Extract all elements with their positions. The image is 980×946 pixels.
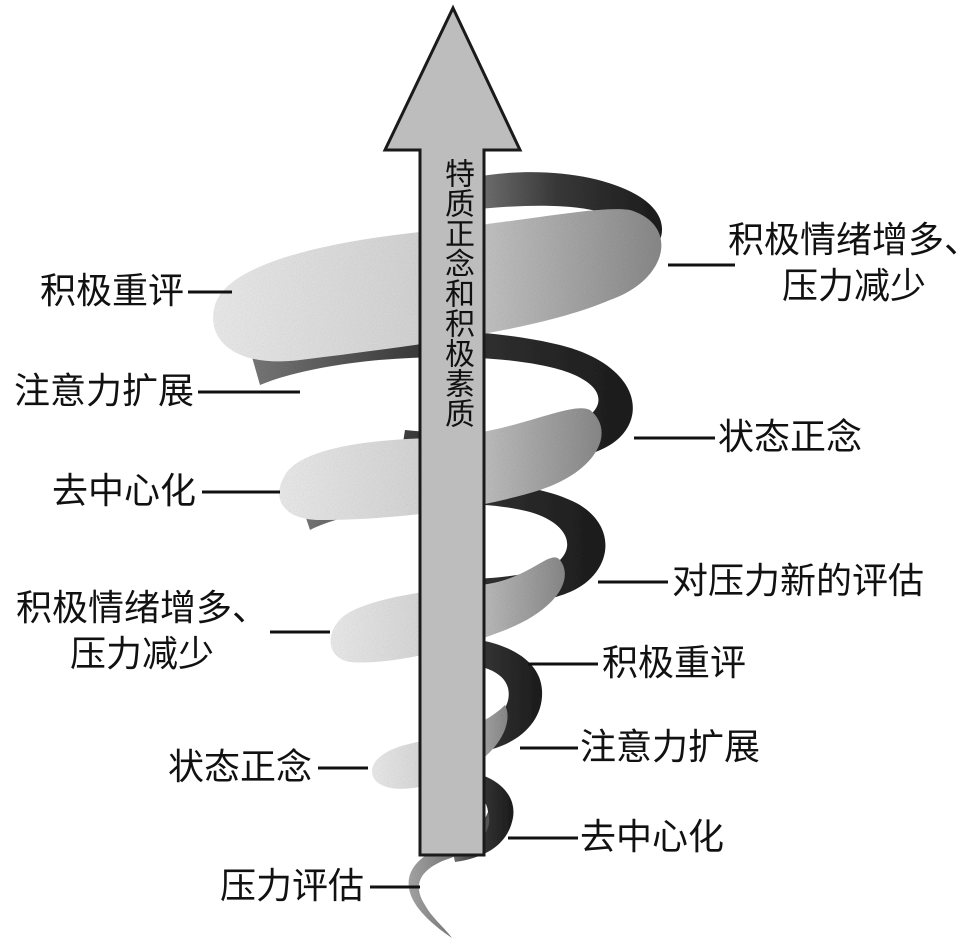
- label-positive-reappraisal-upper: 积极重评: [39, 271, 184, 312]
- label-positive-emotion-lower: 积极情绪增多、 压力减少: [15, 588, 268, 675]
- label-state-mindfulness-upper: 状态正念: [718, 417, 863, 458]
- label-positive-emotion-upper: 积极情绪增多、 压力减少: [728, 220, 980, 307]
- label-attention-broadening-lower: 注意力扩展: [580, 727, 761, 768]
- label-positive-reappraisal-lower: 积极重评: [602, 643, 747, 684]
- label-decentering-upper: 去中心化: [51, 471, 196, 512]
- label-attention-broadening-upper: 注意力扩展: [13, 371, 194, 412]
- label-stress-appraisal: 压力评估: [219, 866, 364, 907]
- label-new-stress-appraisal: 对压力新的评估: [672, 561, 925, 602]
- leader-lines: [188, 263, 735, 889]
- arrow-label: 特质正念和积极素质: [439, 158, 474, 428]
- spiral-coil-4-back: [420, 637, 543, 752]
- label-decentering-lower: 去中心化: [580, 817, 725, 858]
- label-state-mindfulness-lower: 状态正念: [167, 747, 312, 788]
- upward-arrow: [382, 4, 523, 857]
